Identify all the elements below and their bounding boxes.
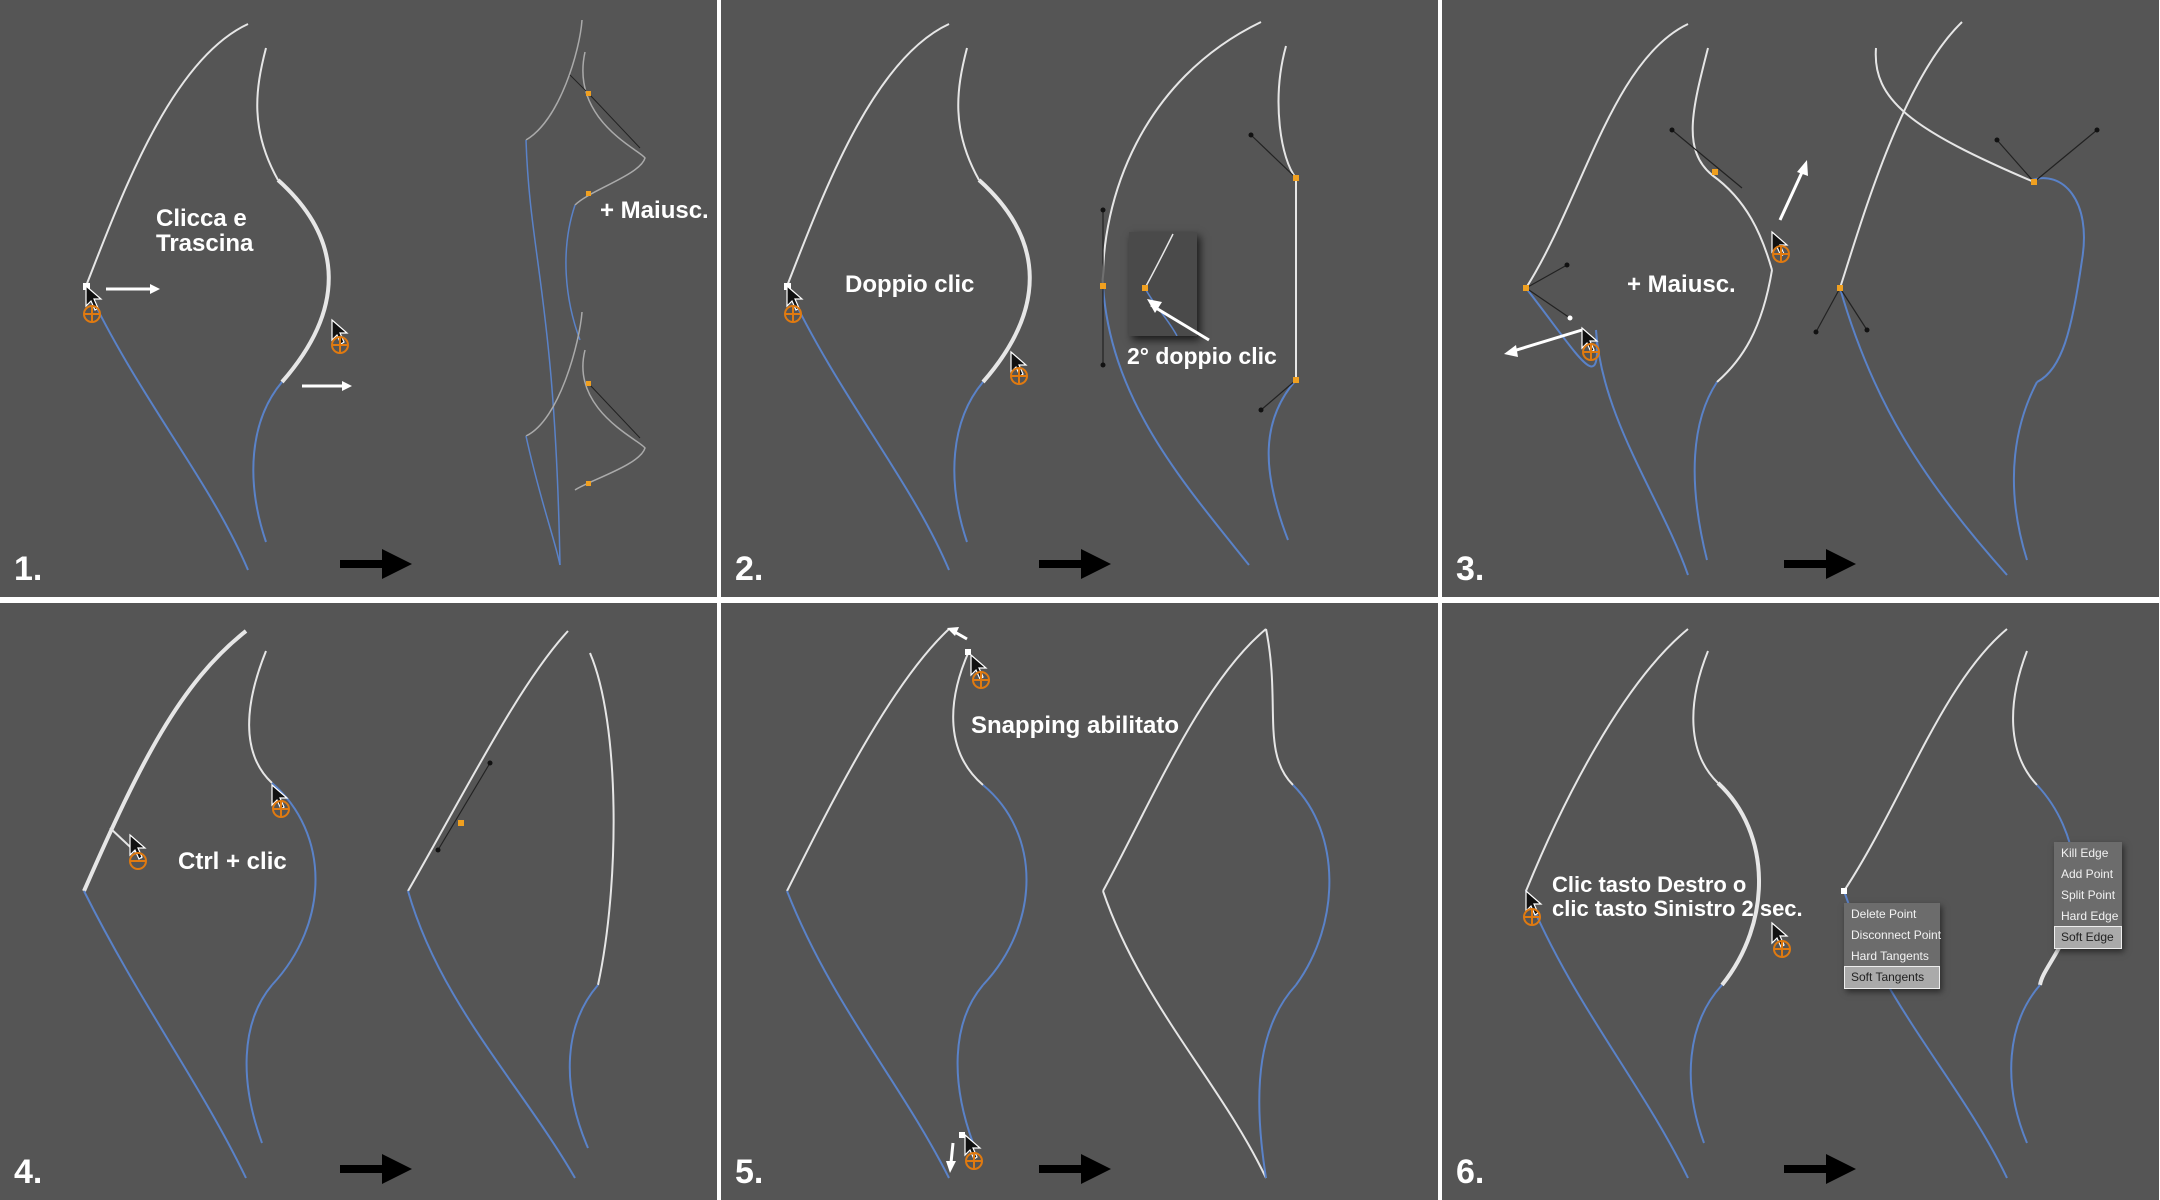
menu-item-delete-point[interactable]: Delete Point <box>1851 907 1917 921</box>
caption-shift: + Maiusc. <box>600 197 709 224</box>
step-number: 2. <box>735 550 764 588</box>
menu-item-kill-edge[interactable]: Kill Edge <box>2061 846 2109 860</box>
caption-click-drag: Clicca e Trascina <box>156 205 254 257</box>
menu-item-disconnect-point[interactable]: Disconnect Point <box>1851 928 1942 942</box>
menu-item-soft-edge[interactable]: Soft Edge <box>2054 926 2122 949</box>
menu-item-soft-tangents[interactable]: Soft Tangents <box>1844 966 1940 989</box>
menu-item-split-point[interactable]: Split Point <box>2061 888 2116 902</box>
next-step-arrow-icon <box>1039 549 1111 579</box>
menu-item-hard-edge[interactable]: Hard Edge <box>2061 909 2119 923</box>
edge-context-menu: Kill Edge Add Point Split Point Hard Edg… <box>2054 842 2122 949</box>
next-step-arrow-icon <box>340 1154 412 1184</box>
step-panel-3: + Maiusc. 3. <box>1442 0 2159 597</box>
menu-item-add-point[interactable]: Add Point <box>2061 867 2114 881</box>
spline-illustration <box>1504 21 2100 579</box>
caption-ctrl-click: Ctrl + clic <box>178 848 287 875</box>
step-number: 4. <box>14 1153 43 1191</box>
step-number: 1. <box>14 550 43 588</box>
next-step-arrow-icon <box>340 549 412 579</box>
caption-shift: + Maiusc. <box>1627 271 1736 298</box>
step-panel-4: Ctrl + clic 4. <box>0 603 717 1200</box>
spline-illustration <box>83 19 646 579</box>
caption-second-double-click: 2° doppio clic <box>1127 343 1277 369</box>
step-panel-6: Clic tasto Destro o clic tasto Sinistro … <box>1442 603 2159 1200</box>
caption-right-click: Clic tasto Destro o clic tasto Sinistro … <box>1552 872 1803 921</box>
spline-illustration <box>786 627 1331 1184</box>
caption-snapping: Snapping abilitato <box>971 712 1179 739</box>
next-step-arrow-icon <box>1039 1154 1111 1184</box>
spline-illustration <box>82 629 615 1184</box>
next-step-arrow-icon <box>1784 1154 1856 1184</box>
menu-item-hard-tangents[interactable]: Hard Tangents <box>1851 949 1929 963</box>
spline-illustration <box>784 21 1299 579</box>
step-number: 6. <box>1456 1153 1485 1191</box>
zoom-inset <box>1129 232 1197 337</box>
step-number: 5. <box>735 1153 764 1191</box>
step-panel-5: Snapping abilitato 5. <box>721 603 1438 1200</box>
caption-double-click: Doppio clic <box>845 271 975 298</box>
step-panel-1: Clicca e Trascina + Maiusc. 1. <box>0 0 717 597</box>
point-context-menu: Delete Point Disconnect Point Hard Tange… <box>1844 903 1942 989</box>
next-step-arrow-icon <box>1784 549 1856 579</box>
step-number: 3. <box>1456 550 1485 588</box>
step-panel-2: Doppio clic 2° doppio clic 2. <box>721 0 1438 597</box>
